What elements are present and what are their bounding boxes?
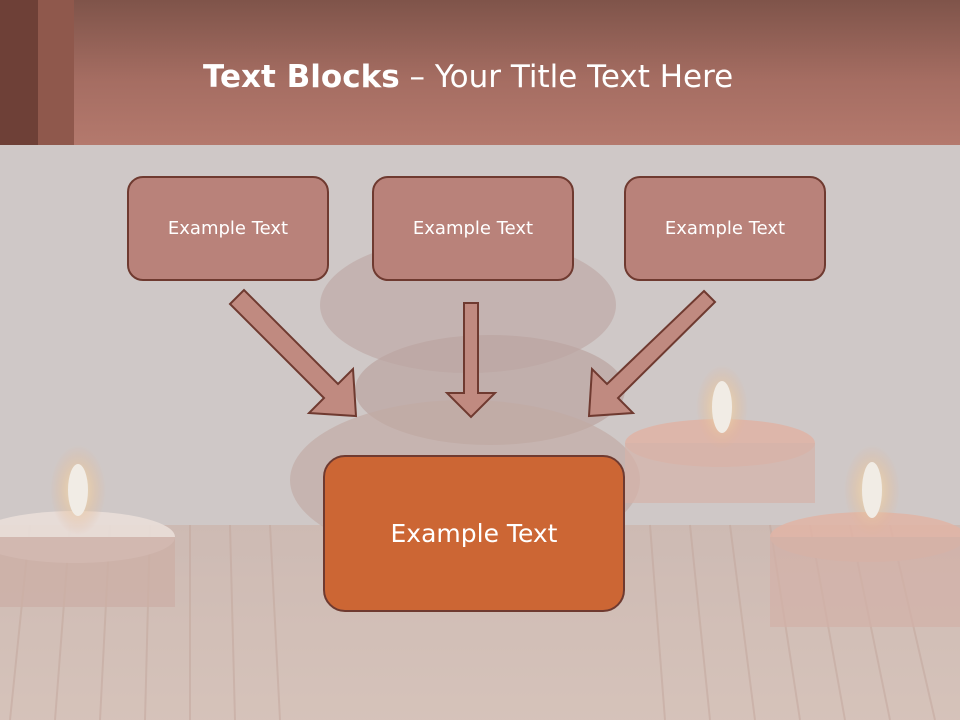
text-block-top-center-label: Example Text <box>412 218 534 239</box>
text-block-top-right[interactable]: Example Text <box>624 176 826 281</box>
text-block-top-center[interactable]: Example Text <box>372 176 574 281</box>
text-block-top-left[interactable]: Example Text <box>127 176 329 281</box>
slide-title-bold: Text Blocks <box>203 59 400 95</box>
text-block-top-right-label: Example Text <box>664 218 786 239</box>
slide-title: Text Blocks – Your Title Text Here <box>203 52 733 102</box>
arrow-right-diagonal <box>587 289 717 418</box>
arrow-left-diagonal <box>228 288 358 418</box>
slide-title-rest: – Your Title Text Here <box>399 59 734 95</box>
header-accent-bar-dark <box>0 0 38 145</box>
arrow-center-down <box>444 302 498 419</box>
text-block-top-left-label: Example Text <box>167 218 289 239</box>
text-block-main-label: Example Text <box>390 519 558 548</box>
header-accent-bar-light <box>38 0 74 145</box>
title-header-band <box>0 0 960 145</box>
text-block-main[interactable]: Example Text <box>323 455 625 612</box>
